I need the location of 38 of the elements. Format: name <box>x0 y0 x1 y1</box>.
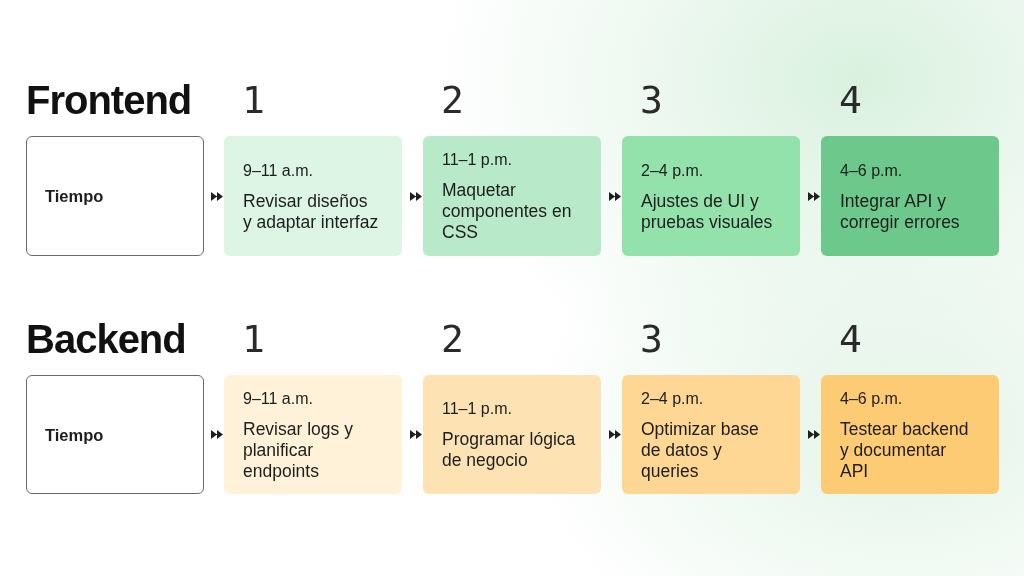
step-number: 2 <box>441 80 464 120</box>
step-number: 3 <box>640 80 663 120</box>
task-card <box>622 136 800 256</box>
task-card <box>224 375 402 494</box>
row-header-box <box>26 375 204 494</box>
step-number: 3 <box>640 319 663 359</box>
task-description: Testear backend y documentar API <box>840 418 969 482</box>
time-range: 11–1 p.m. <box>442 150 512 170</box>
row-label: Tiempo <box>45 186 104 206</box>
task-description: Optimizar base de datos y queries <box>641 418 759 482</box>
task-description: Programar lógica de negocio <box>442 429 576 471</box>
step-number: 4 <box>839 319 862 359</box>
task-card <box>423 136 601 256</box>
section-heading: Frontend <box>26 80 192 120</box>
time-range: 4–6 p.m. <box>840 160 903 181</box>
task-description: Ajustes de UI y pruebas visuales <box>641 190 773 233</box>
task-card <box>224 136 402 256</box>
step-number: 1 <box>242 319 265 359</box>
step-number: 4 <box>839 80 862 120</box>
task-card <box>622 375 800 494</box>
step-number: 1 <box>242 80 265 120</box>
row-label: Tiempo <box>45 424 104 445</box>
time-range: 9–11 a.m. <box>243 160 313 181</box>
time-range: 11–1 p.m. <box>442 399 512 419</box>
task-card <box>821 136 999 256</box>
time-range: 2–4 p.m. <box>641 388 704 409</box>
task-card <box>821 375 999 494</box>
row-header-box <box>26 136 204 256</box>
time-range: 2–4 p.m. <box>641 160 704 181</box>
task-description: Revisar logs y planificar endpoints <box>243 418 353 482</box>
section-heading: Backend <box>26 319 186 359</box>
task-description: Maquetar componentes en CSS <box>442 180 572 243</box>
task-description: Revisar diseños y adaptar interfaz <box>243 190 379 233</box>
time-range: 4–6 p.m. <box>840 388 903 409</box>
step-number: 2 <box>441 319 464 359</box>
task-card <box>423 375 601 494</box>
time-range: 9–11 a.m. <box>243 388 313 409</box>
task-description: Integrar API y corregir errores <box>840 190 960 233</box>
